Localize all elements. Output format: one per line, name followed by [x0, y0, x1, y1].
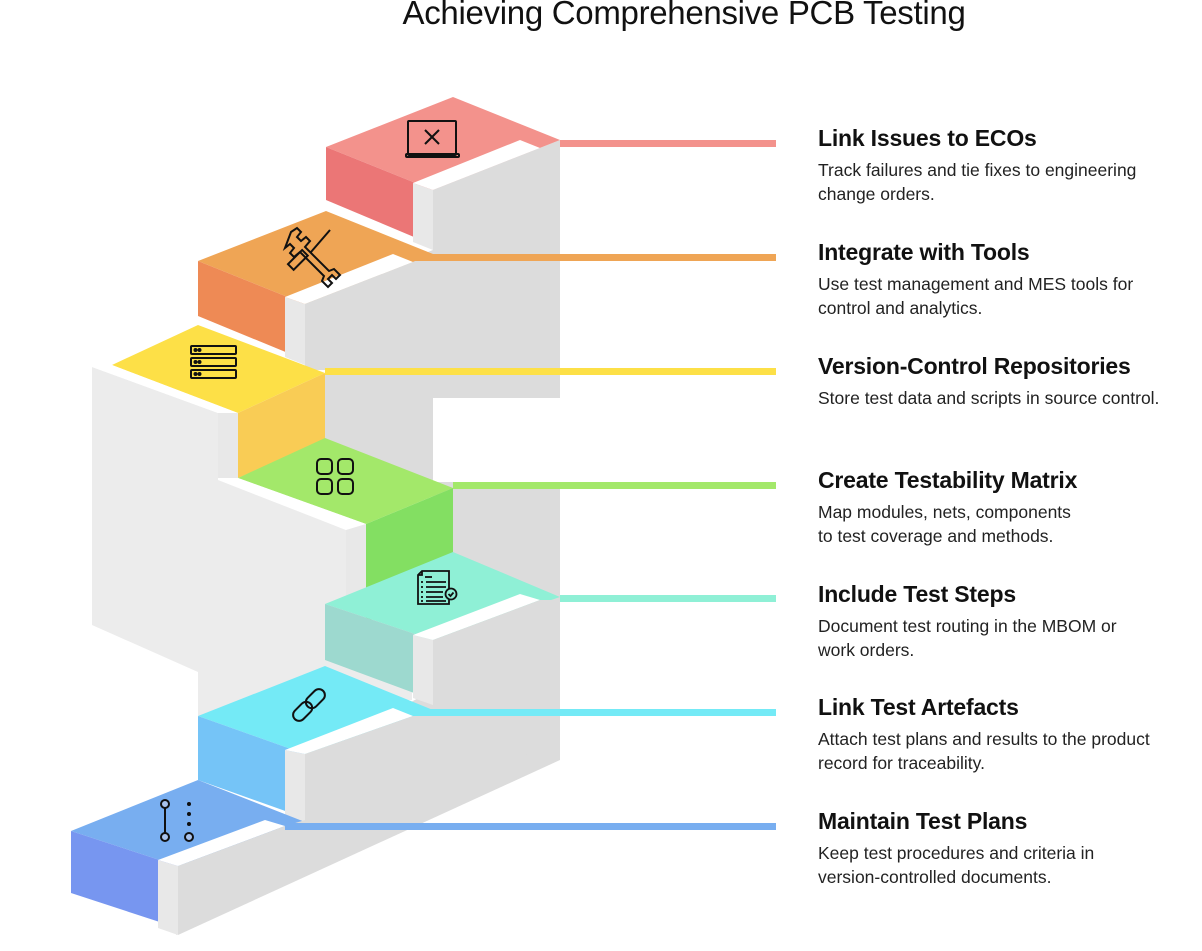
step-3-block — [92, 325, 776, 482]
step-heading: Include Test Steps — [818, 581, 1016, 607]
step-2-connector-line — [413, 254, 776, 261]
step-description: Attach test plans and results to the pro… — [818, 729, 1150, 773]
step-5-block — [325, 552, 776, 705]
step-description: Track failures and tie fixes to engineer… — [818, 160, 1137, 204]
step-description: Map modules, nets, components to test co… — [818, 502, 1071, 546]
laptop-x-icon — [405, 120, 460, 158]
step-item-maintain-test-plans: Maintain Test Plans Keep test procedures… — [818, 807, 1202, 889]
grid-icon — [316, 458, 354, 495]
step-item-integrate-with-tools: Integrate with Tools Use test management… — [818, 238, 1202, 320]
step-description: Keep test procedures and criteria in ver… — [818, 843, 1095, 887]
step-6-connector-line — [413, 709, 776, 716]
step-heading: Link Test Artefacts — [818, 694, 1019, 720]
step-item-link-issues-to-ecos: Link Issues to ECOs Track failures and t… — [818, 124, 1202, 206]
step-heading: Link Issues to ECOs — [818, 125, 1037, 151]
step-7-connector-line — [285, 823, 776, 830]
step-heading: Version-Control Repositories — [818, 353, 1131, 379]
step-4-connector-line — [453, 482, 776, 489]
step-6-block — [198, 666, 776, 822]
git-branch-icon — [160, 799, 194, 842]
step-item-link-test-artefacts: Link Test Artefacts Attach test plans an… — [818, 693, 1202, 775]
diagram-title: Achieving Comprehensive PCB Testing — [402, 0, 966, 31]
step-description: Store test data and scripts in source co… — [818, 388, 1160, 408]
step-description: Document test routing in the MBOM or wor… — [818, 616, 1117, 660]
chain-link-icon — [292, 688, 326, 722]
step-3-connector-line — [325, 368, 776, 375]
step-heading: Integrate with Tools — [818, 239, 1030, 265]
step-item-create-testability-matrix: Create Testability Matrix Map modules, n… — [818, 466, 1202, 548]
step-2-block — [198, 211, 776, 370]
document-check-icon — [417, 570, 458, 605]
step-heading: Maintain Test Plans — [818, 808, 1028, 834]
step-heading: Create Testability Matrix — [818, 467, 1078, 493]
step-item-version-control-repositories: Version-Control Repositories Store test … — [818, 352, 1202, 410]
server-stack-icon — [190, 345, 237, 379]
step-1-block — [326, 97, 776, 258]
step-description: Use test management and MES tools for co… — [818, 274, 1134, 318]
wrench-screwdriver-icon — [282, 226, 342, 289]
step-item-include-test-steps: Include Test Steps Document test routing… — [818, 580, 1202, 662]
step-1-connector-line — [560, 140, 776, 147]
step-5-connector-line — [560, 595, 776, 602]
